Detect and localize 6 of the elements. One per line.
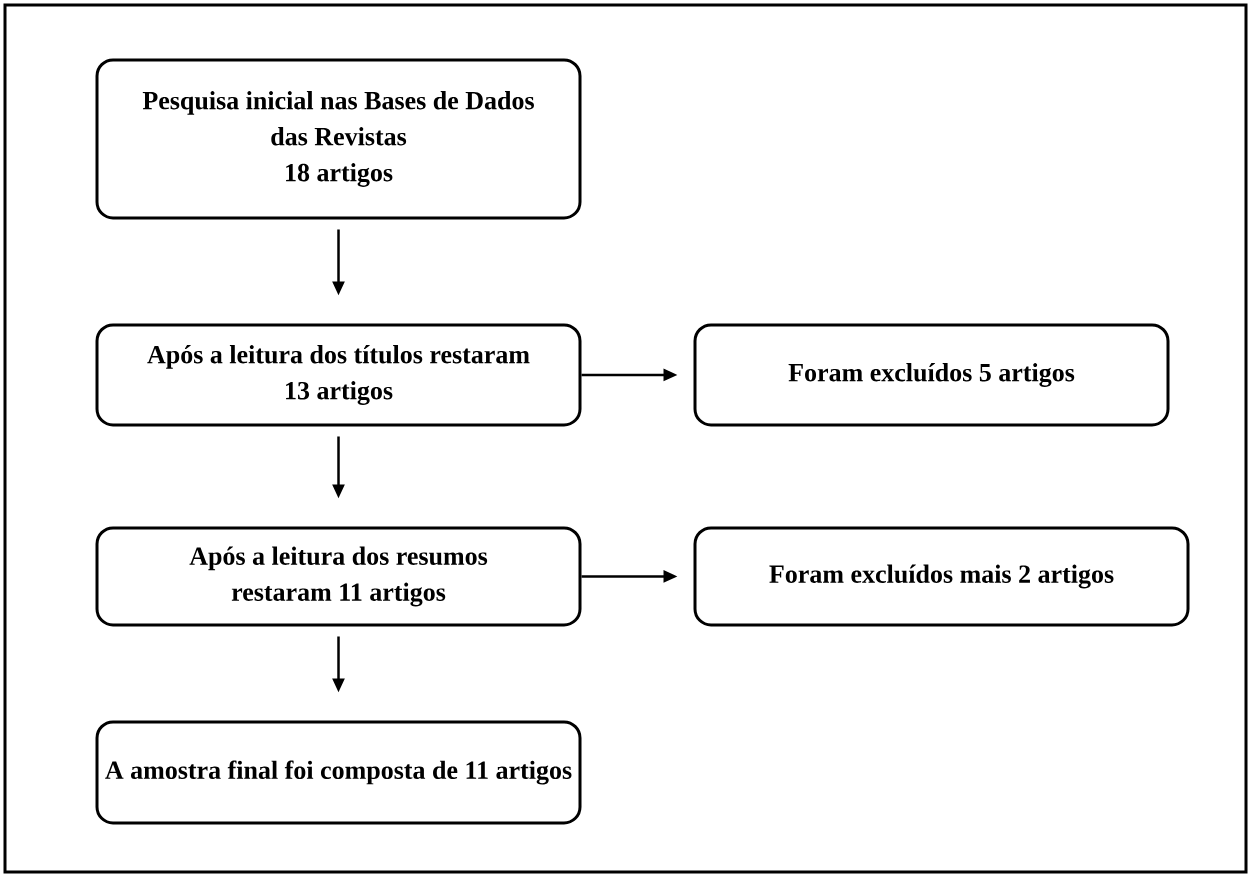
process-box: Foram excluídos 5 artigos [693, 323, 1170, 427]
process-box: Após a leitura dos títulos restaram 13 artigos [95, 323, 582, 427]
process-box: Após a leitura dos resumos restaram 11 artigos [95, 526, 582, 627]
process-box: Pesquisa inicial nas Bases de Dados das Revistas 18 artigos [95, 58, 582, 220]
process-box: A amostra final foi composta de 11 artigos [95, 720, 582, 825]
process-box: Foram excluídos mais 2 artigos [693, 526, 1190, 627]
